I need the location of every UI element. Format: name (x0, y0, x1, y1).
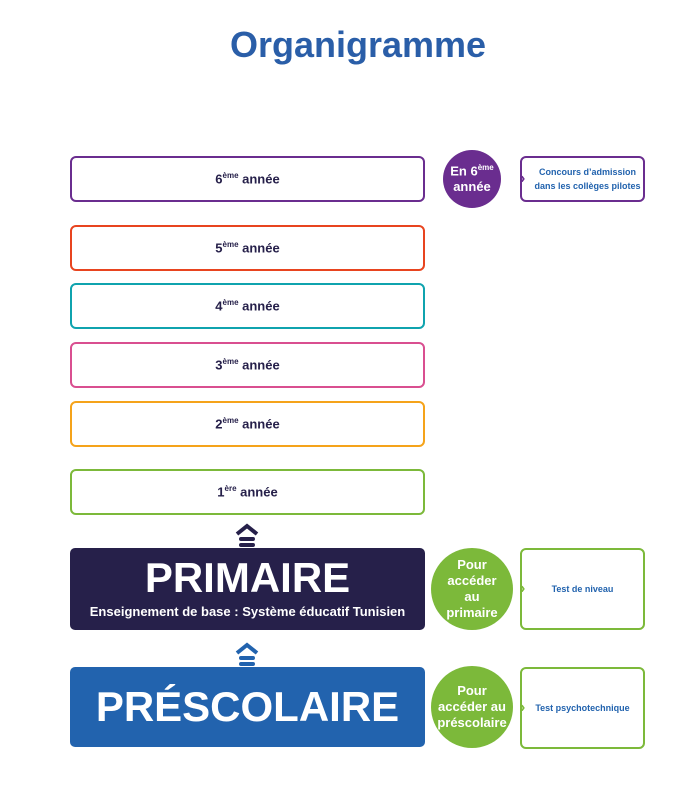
year-box-5: 5ème année (70, 225, 425, 271)
page-title: Organigramme (229, 24, 487, 65)
test-niveau-box: ›Test de niveau (520, 548, 645, 630)
primaire-subtitle: Enseignement de base : Système éducatif … (89, 604, 406, 619)
year-box-4: 4ème année (70, 283, 425, 329)
concours-box: ›Concours d’admission dans les collèges … (520, 156, 645, 202)
year-box-3: 3ème année (70, 342, 425, 388)
year-box-1: 1ère année (70, 469, 425, 515)
primaire-box: PRIMAIRE Enseignement de base : Système … (70, 548, 425, 630)
prescolaire-circle: Pour accéder au préscolaire (431, 666, 513, 748)
chevron-right-icon: › (520, 699, 526, 717)
arrow-up-icon (235, 642, 259, 666)
year-box-6: 6ème année (70, 156, 425, 202)
primaire-circle: Pour accéder au primaire (431, 548, 513, 630)
prescolaire-box: PRÉSCOLAIRE (70, 667, 425, 747)
prescolaire-title: PRÉSCOLAIRE (95, 683, 400, 730)
chevron-right-icon: › (520, 170, 526, 188)
test-psychotechnique-box: ›Test psychotechnique (520, 667, 645, 749)
year-box-2: 2ème année (70, 401, 425, 447)
primaire-title: PRIMAIRE (144, 554, 351, 601)
arrow-up-icon (235, 523, 259, 547)
chevron-right-icon: › (520, 580, 526, 598)
